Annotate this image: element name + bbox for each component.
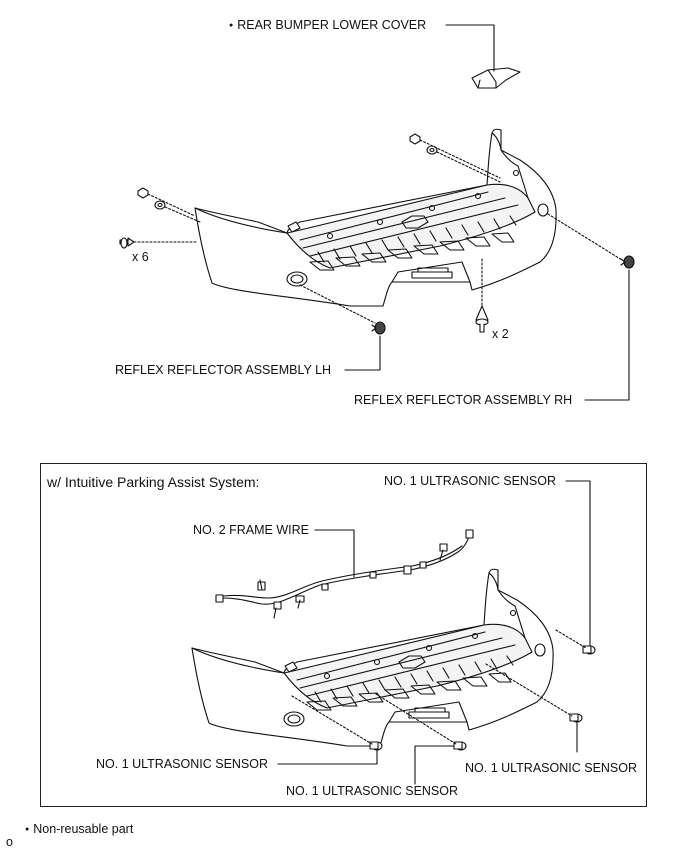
frame-wire-label: NO. 2 FRAME WIRE bbox=[193, 523, 309, 537]
leaders-top bbox=[419, 139, 501, 183]
lower-cover-part bbox=[471, 67, 521, 89]
reflector-rh-leader bbox=[584, 269, 630, 401]
leader-sensor-l bbox=[291, 695, 373, 745]
corner-mark: o bbox=[6, 835, 13, 849]
reflector-rh-label: REFLEX REFLECTOR ASSEMBLY RH bbox=[354, 393, 573, 407]
ultrasonic-sensor-label-upper-right: NO. 1 ULTRASONIC SENSOR bbox=[384, 474, 557, 488]
clip-bottom bbox=[475, 305, 489, 333]
sensor-right-upper bbox=[582, 645, 596, 655]
fasteners-top bbox=[409, 133, 438, 155]
ultrasonic-sensor-label-center: NO. 1 ULTRASONIC SENSOR bbox=[286, 784, 459, 798]
lower-cover-leader bbox=[445, 24, 495, 72]
reflector-rh-part bbox=[620, 255, 635, 269]
fasteners-left bbox=[119, 187, 166, 249]
sensor-c-leader bbox=[414, 745, 455, 785]
sensor-l-leader bbox=[277, 749, 378, 765]
leader-reflector-rh bbox=[547, 213, 623, 261]
ips-frame bbox=[40, 463, 647, 807]
leader-sensor-c bbox=[375, 693, 457, 745]
leader-sensor-ru bbox=[555, 629, 587, 649]
ultrasonic-sensor-label-left: NO. 1 ULTRASONIC SENSOR bbox=[96, 757, 269, 771]
clip-count-bottom: x 2 bbox=[492, 327, 509, 341]
sensor-ru-leader bbox=[565, 480, 591, 647]
clip-count-left: x 6 bbox=[132, 250, 149, 264]
legend-non-reusable: Non-reusable part bbox=[25, 822, 133, 839]
leader-sensor-rl bbox=[485, 663, 573, 717]
ips-title: w/ Intuitive Parking Assist System: bbox=[47, 474, 260, 490]
frame-wire-leader bbox=[314, 529, 355, 578]
rear-bumper-lower-cover-label: REAR BUMPER LOWER COVER bbox=[229, 18, 426, 35]
bumper-top-view bbox=[194, 128, 557, 307]
reflector-lh-label: REFLEX REFLECTOR ASSEMBLY LH bbox=[115, 363, 332, 377]
reflector-lh-leader bbox=[344, 335, 381, 371]
leader-reflector-lh bbox=[299, 284, 376, 324]
reflector-lh-part bbox=[371, 321, 386, 335]
ultrasonic-sensor-label-right: NO. 1 ULTRASONIC SENSOR bbox=[465, 761, 638, 775]
leaders-left bbox=[133, 193, 201, 243]
frame-wire-part bbox=[215, 529, 474, 619]
